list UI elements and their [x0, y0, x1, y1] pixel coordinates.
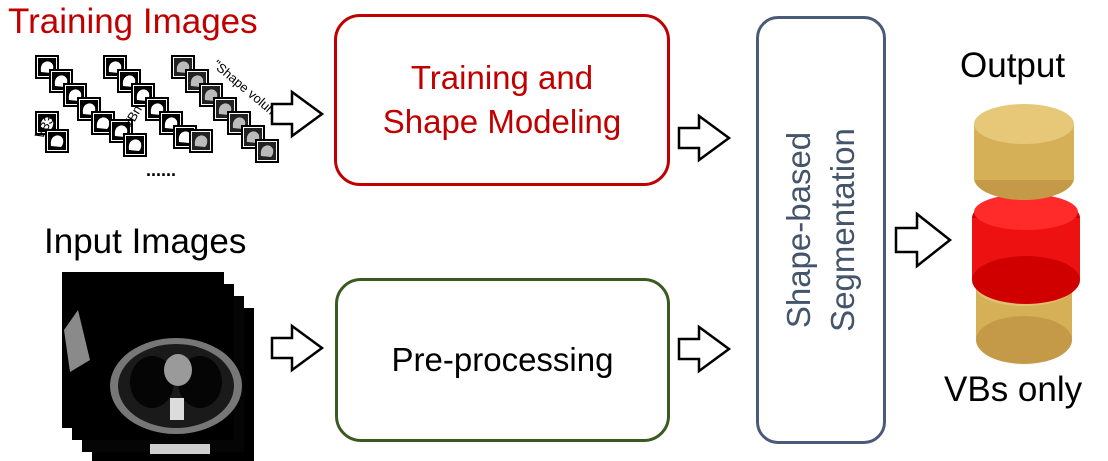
output-title: Output: [960, 46, 1066, 85]
shape-based-segmentation-box: Shape-based Segmentation: [756, 16, 886, 444]
training-box-line2: Shape Modeling: [382, 103, 622, 140]
training-images-title: Training Images: [8, 2, 258, 41]
training-box-line1: Training and: [410, 59, 594, 96]
arrow-icon: [270, 89, 325, 139]
training-stack-vb3: [35, 55, 115, 153]
preprocessing-label: Pre-processing: [391, 341, 614, 378]
training-box-text: Training and Shape Modeling: [383, 56, 622, 144]
training-ellipsis: ......: [146, 160, 176, 180]
ct-input-stack: [62, 272, 254, 461]
vbs-only-label: VBs only: [944, 370, 1083, 409]
arrow-icon: [677, 113, 732, 163]
arrow-icon: [270, 323, 325, 373]
vertebra-model-icon: [972, 104, 1080, 364]
arrow-icon: [894, 211, 953, 269]
training-shape-modeling-box: Training and Shape Modeling: [334, 14, 670, 186]
arrow-icon: [677, 324, 732, 374]
vbn-label: VBn: [120, 103, 145, 132]
input-images-title: Input Images: [44, 222, 247, 261]
preprocessing-box: Pre-processing: [335, 278, 670, 442]
